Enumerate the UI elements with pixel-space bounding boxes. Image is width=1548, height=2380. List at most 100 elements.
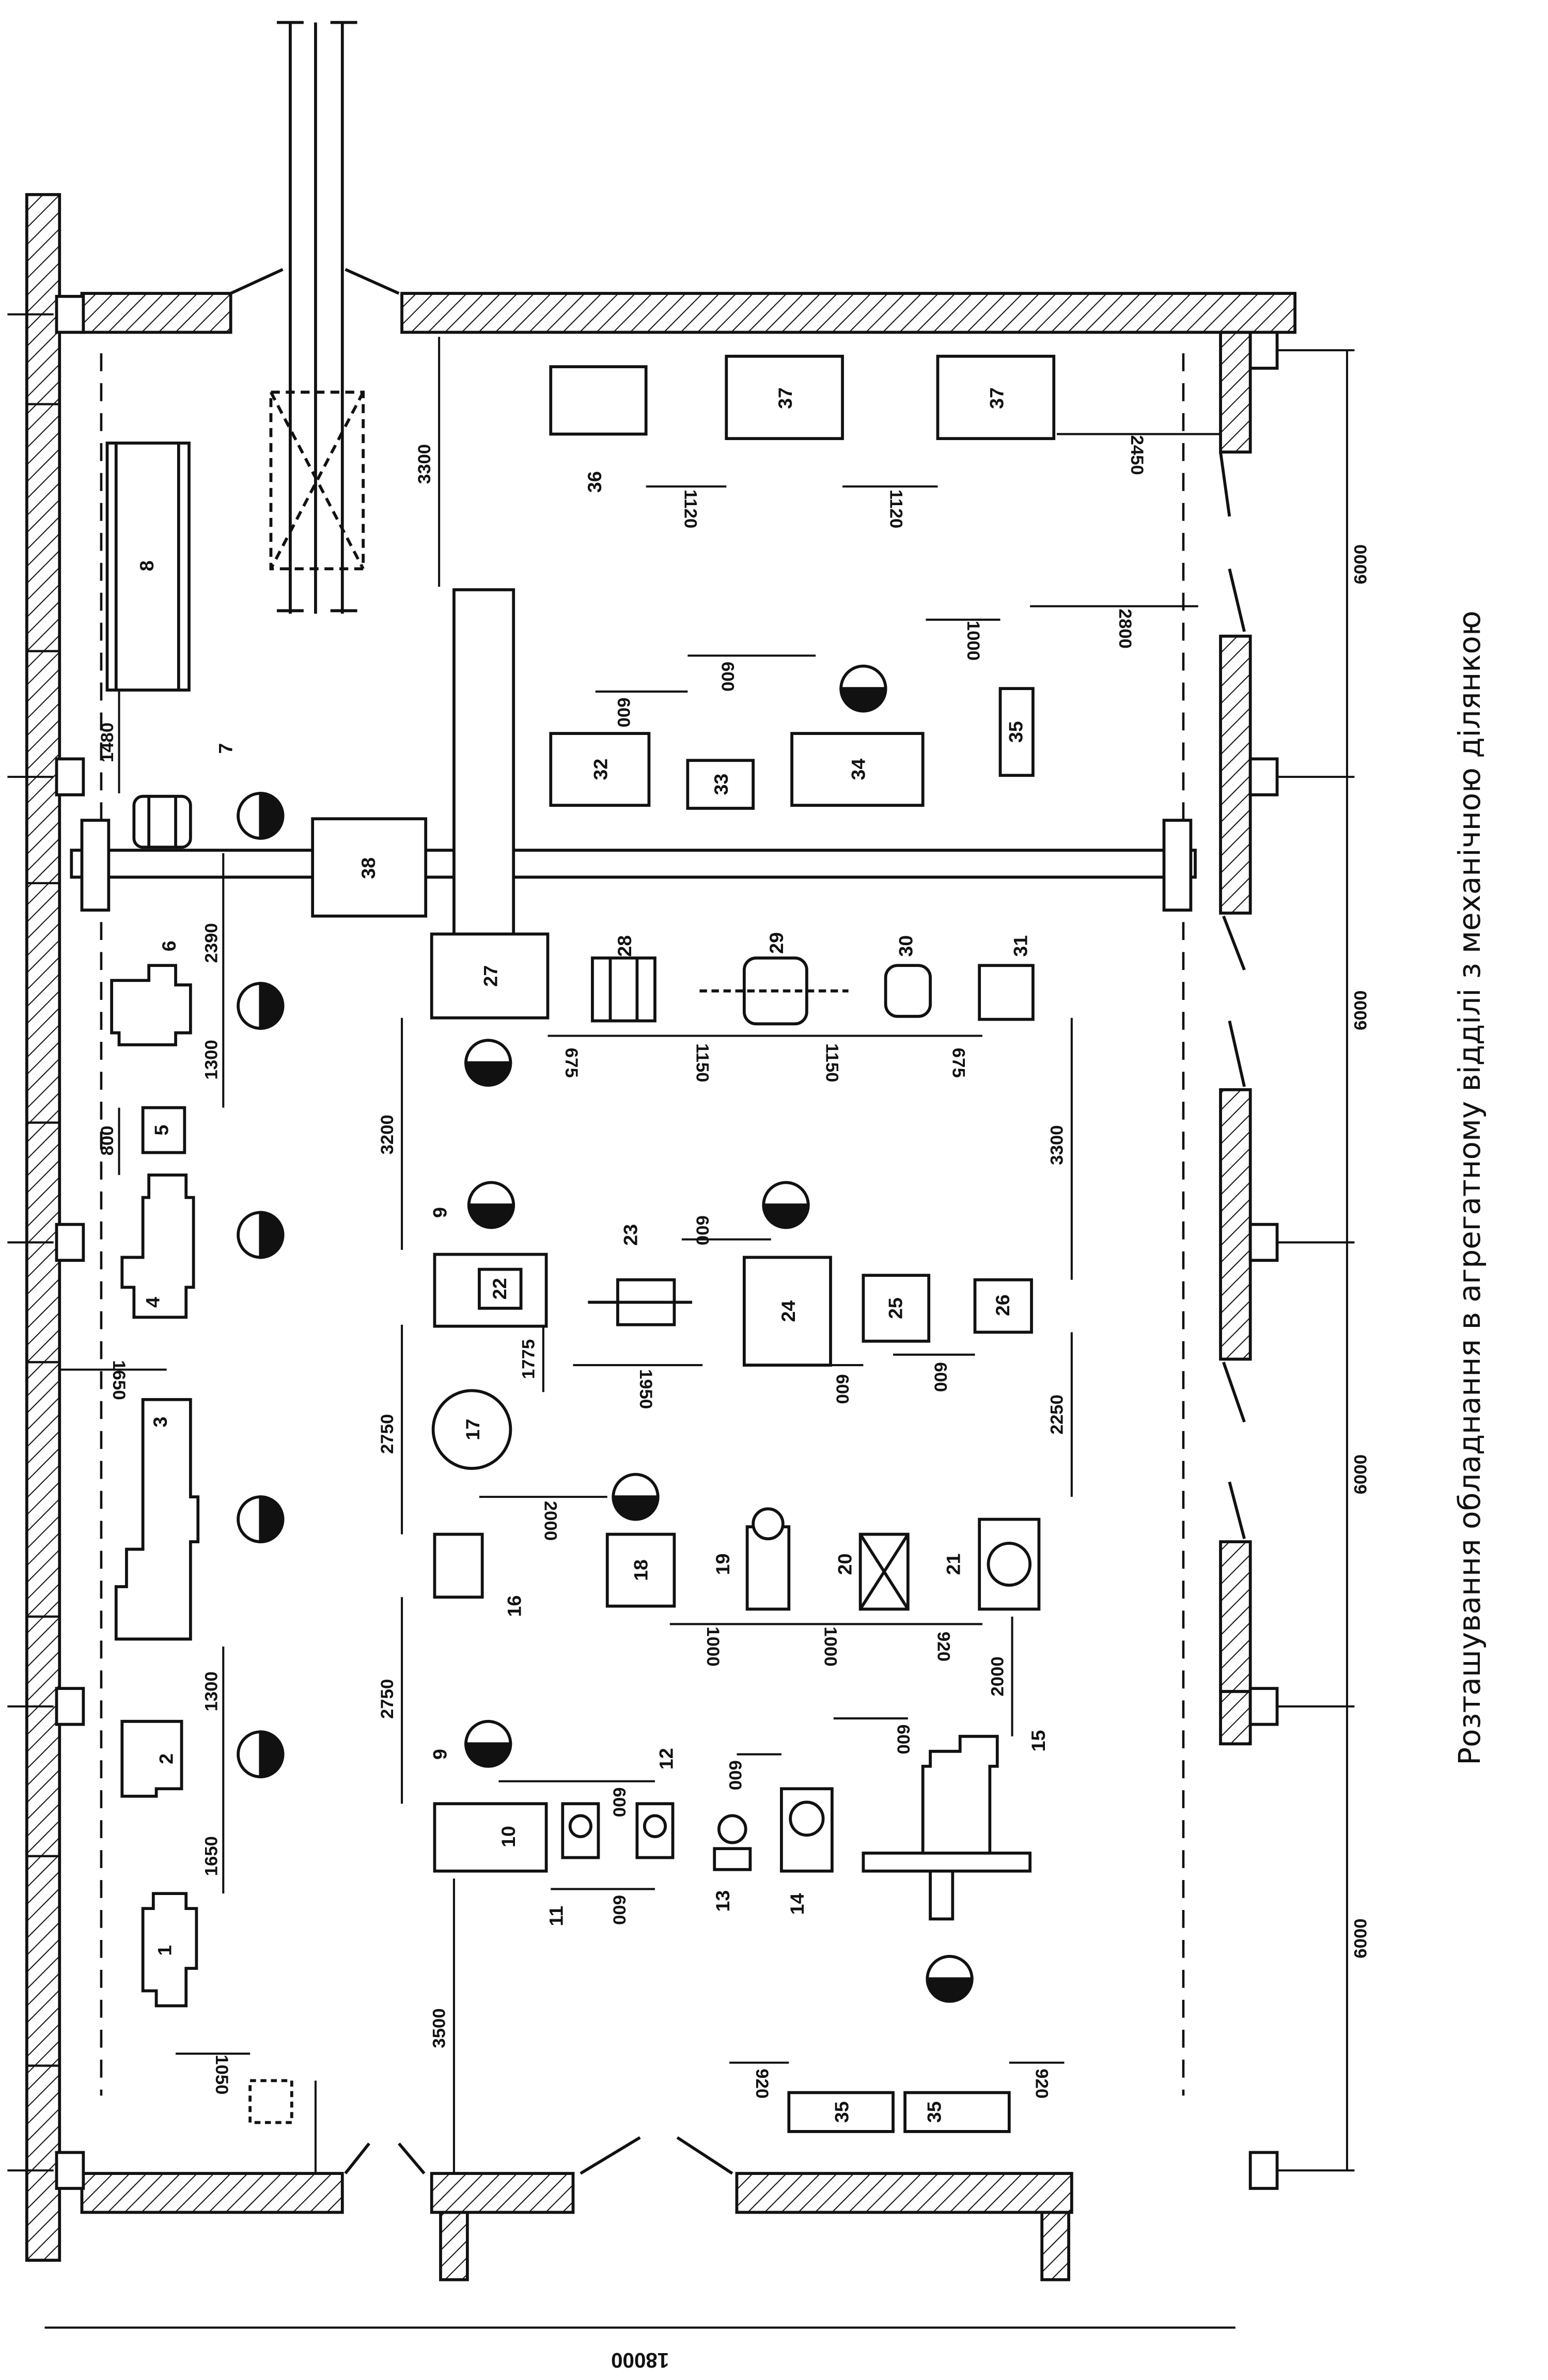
- dim-600-32: 600: [614, 698, 633, 728]
- machine-35a: [787, 2091, 895, 2133]
- dim-1000-a: 1000: [703, 1626, 723, 1666]
- dimension-lines: [44, 337, 1348, 2329]
- dim-1650-b: 1650: [202, 1836, 222, 1876]
- label-10: 10: [497, 1826, 519, 1847]
- machine-3: [114, 1398, 200, 1641]
- machine-24: [742, 1256, 832, 1367]
- label-35b: 35: [923, 2101, 945, 2123]
- label-24: 24: [777, 1301, 799, 1322]
- label-28: 28: [614, 935, 635, 957]
- label-1: 1: [153, 1945, 175, 1956]
- label-7: 7: [215, 743, 237, 754]
- dim-675-b: 675: [948, 1048, 968, 1078]
- label-34: 34: [847, 759, 869, 780]
- dim-2000-a: 2000: [541, 1501, 560, 1541]
- dim-600-15: 600: [894, 1725, 913, 1755]
- label-23: 23: [619, 1224, 641, 1246]
- machine-17: [431, 1389, 512, 1470]
- top-wall-left: [80, 292, 232, 334]
- label-32: 32: [590, 759, 612, 780]
- dim-2000-b: 2000: [988, 1656, 1007, 1696]
- dim-3500: 3500: [430, 2008, 449, 2048]
- machine-22: [433, 1252, 548, 1328]
- dim-600-13: 600: [725, 1760, 745, 1790]
- machine-37b: [936, 354, 1056, 441]
- dim-1300-b: 1300: [202, 1671, 222, 1711]
- machine-4: [120, 1173, 195, 1319]
- machine-36: [549, 365, 648, 436]
- machine-30: [884, 964, 932, 1018]
- dim-920-b: 920: [752, 2069, 772, 2099]
- machine-8: [105, 441, 191, 692]
- dim-1120-a: 1120: [681, 490, 700, 528]
- walls: [25, 193, 1296, 2281]
- machine-15: [921, 1734, 999, 1921]
- label-12: 12: [655, 1748, 677, 1770]
- dim-1650-a: 1650: [109, 1360, 129, 1400]
- label-35a: 35: [831, 2101, 853, 2123]
- label-16: 16: [504, 1595, 525, 1617]
- columns: [55, 294, 1279, 2190]
- label-4: 4: [142, 1297, 163, 1308]
- label-14: 14: [786, 1893, 808, 1915]
- label-31: 31: [1009, 935, 1031, 957]
- dim-600-12: 600: [609, 1787, 629, 1817]
- dim-2250: 2250: [1047, 1395, 1067, 1434]
- dim-bay-4: 6000: [1351, 1918, 1371, 1958]
- machine-5: [141, 1106, 186, 1154]
- dim-2390: 2390: [202, 923, 222, 963]
- dim-bay-3: 6000: [1351, 1454, 1371, 1494]
- label-37a: 37: [774, 387, 796, 409]
- machine-34: [790, 732, 925, 807]
- dim-600-25: 600: [931, 1362, 950, 1392]
- machine-16: [433, 1532, 484, 1599]
- machine-6: [110, 964, 192, 1046]
- label-13: 13: [712, 1890, 733, 1912]
- workplace-markers: [237, 664, 974, 2003]
- dim-2450: 2450: [1127, 435, 1147, 475]
- label-9b: 9: [429, 1749, 451, 1760]
- label-22: 22: [489, 1278, 510, 1299]
- dim-600-24: 600: [833, 1374, 852, 1404]
- machine-18: [605, 1532, 676, 1608]
- dim-600-11: 600: [609, 1895, 629, 1925]
- dim-1120-b: 1120: [886, 490, 905, 528]
- machine-7: [132, 794, 192, 849]
- label-2: 2: [155, 1753, 177, 1764]
- label-21: 21: [943, 1554, 964, 1575]
- label-11: 11: [545, 1906, 567, 1927]
- right-pier-2: [1219, 634, 1252, 915]
- label-3: 3: [149, 1417, 171, 1428]
- rail-track: [269, 21, 365, 614]
- right-pier-3: [1219, 1088, 1252, 1361]
- dim-675-a: 675: [561, 1048, 581, 1078]
- machine-35b: [903, 2091, 1011, 2133]
- left-windows: [26, 403, 60, 2067]
- limit-lines: [100, 353, 1185, 2096]
- bottom-return-right: [1040, 2211, 1070, 2281]
- label-33: 33: [710, 774, 732, 795]
- label-36: 36: [584, 471, 605, 493]
- label-8: 8: [136, 560, 158, 571]
- dim-600-33: 600: [718, 662, 738, 692]
- dim-1000-c: 1000: [963, 621, 983, 661]
- label-37b: 37: [986, 387, 1007, 409]
- machine-27: [430, 932, 550, 1020]
- rail-cart: [269, 390, 365, 571]
- machine-31: [978, 964, 1035, 1021]
- dim-920-a: 920: [934, 1632, 953, 1662]
- dim-1000-b: 1000: [821, 1626, 840, 1666]
- bottom-wall-mid: [430, 2172, 575, 2214]
- label-15: 15: [1027, 1730, 1049, 1752]
- label-5: 5: [151, 1125, 173, 1136]
- doors: [230, 268, 1246, 2175]
- bottom-wall-right: [735, 2172, 1073, 2214]
- label-26: 26: [992, 1294, 1013, 1316]
- label-19: 19: [712, 1554, 733, 1575]
- label-20: 20: [834, 1554, 855, 1575]
- equipment-labels: 1 2 3 4 5 6 7 8 9 9 10 11 12 13 14 15 16…: [136, 387, 1049, 2123]
- dim-920-c: 920: [1032, 2069, 1052, 2099]
- machine-32: [549, 732, 651, 807]
- label-27: 27: [480, 965, 502, 987]
